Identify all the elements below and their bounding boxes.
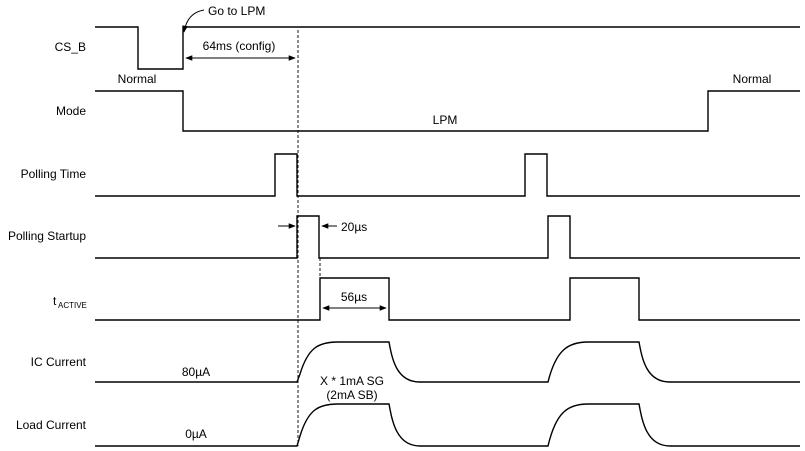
wave-mode <box>95 90 800 132</box>
annotation-go-to-lpm: Go to LPM <box>208 4 265 18</box>
annotation-active-time: 56µs <box>341 290 367 304</box>
wave-ic-current <box>95 341 800 383</box>
annotation-ic-idle: 80µA <box>182 365 210 379</box>
wave-polling-time <box>95 153 800 197</box>
annotation-lpm: LPM <box>433 113 458 127</box>
label-t-active: t ACTIVE <box>53 294 87 310</box>
annotation-delay: 64ms (config) <box>203 39 276 53</box>
label-ic-current: IC Current <box>31 355 87 369</box>
annotation-load-idle: 0µA <box>185 427 207 441</box>
label-t-active-main: t <box>53 294 57 308</box>
label-polling-startup: Polling Startup <box>8 229 86 243</box>
wave-cs-b <box>95 26 800 70</box>
label-mode: Mode <box>56 104 86 118</box>
wave-load-current <box>95 403 800 447</box>
annotation-ic-active-line1: X * 1mA SG <box>320 374 384 388</box>
wave-t-active <box>95 277 800 321</box>
wave-polling-startup <box>95 215 800 259</box>
label-polling-time: Polling Time <box>21 167 87 181</box>
annotation-startup-time: 20µs <box>341 220 367 234</box>
annotation-normal-right: Normal <box>733 72 772 86</box>
go-to-lpm-arrow <box>182 9 205 33</box>
annotation-normal-left: Normal <box>118 72 157 86</box>
label-cs-b: CS_B <box>55 40 86 54</box>
annotation-ic-active-line2: (2mA SB) <box>326 388 377 402</box>
label-t-active-sub: ACTIVE <box>58 301 87 310</box>
label-load-current: Load Current <box>16 418 87 432</box>
